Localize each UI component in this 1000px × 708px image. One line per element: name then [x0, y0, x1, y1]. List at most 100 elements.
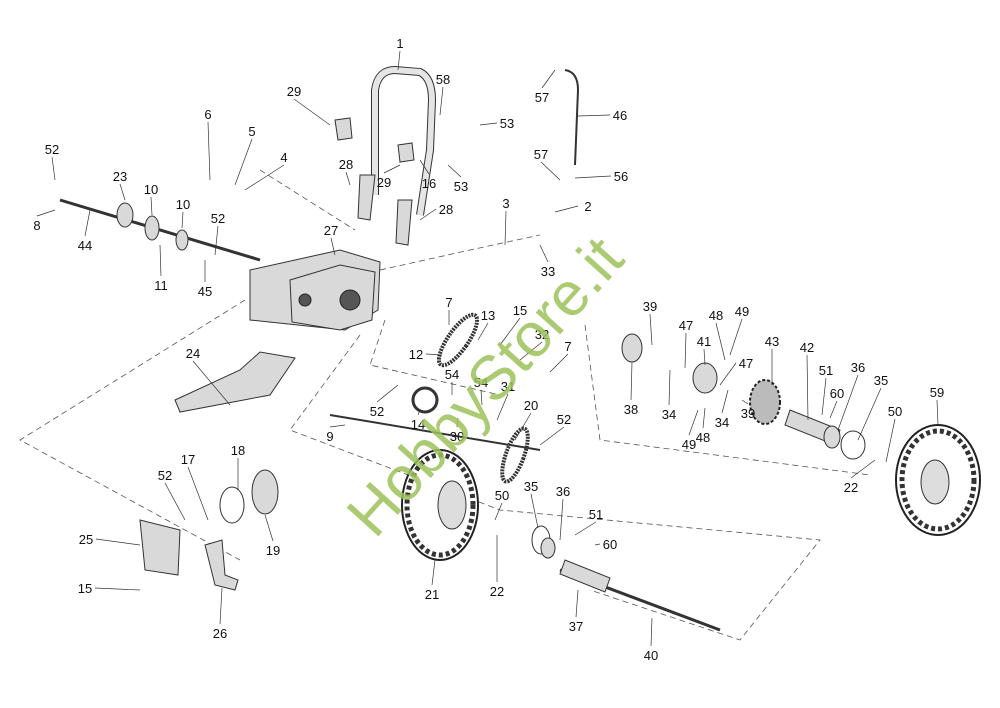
leader-line	[729, 318, 743, 356]
part-label: 42	[800, 340, 814, 355]
part-label: 19	[266, 543, 280, 558]
part-label: 1	[396, 36, 403, 51]
part-label: 38	[624, 402, 638, 417]
part-label: 18	[231, 443, 245, 458]
part-label: 5	[248, 124, 255, 139]
washer	[144, 215, 160, 241]
part-label: 8	[33, 218, 40, 233]
cable	[564, 69, 580, 166]
leader-line	[207, 121, 211, 181]
leader-line	[234, 138, 253, 186]
part-label: 24	[186, 346, 200, 361]
part-label: 53	[500, 116, 514, 131]
part-label: 32	[535, 327, 549, 342]
leader-line	[192, 360, 231, 406]
leader-line	[244, 164, 285, 191]
leader-line	[330, 237, 336, 256]
part-label: 40	[644, 648, 658, 663]
leader-line	[829, 400, 838, 419]
handle-bar	[334, 65, 437, 246]
part-label: 48	[696, 430, 710, 445]
part-label: 57	[534, 147, 548, 162]
leader-line	[554, 205, 579, 213]
leader-line	[649, 313, 653, 346]
part-label: 17	[181, 452, 195, 467]
part-label: 41	[697, 334, 711, 349]
part-label: 10	[144, 182, 158, 197]
part-label: 52	[158, 468, 172, 483]
leader-line	[719, 362, 737, 386]
leader-line	[439, 86, 444, 116]
part-label: 51	[819, 363, 833, 378]
part-label: 7	[445, 295, 452, 310]
part-label: 47	[679, 318, 693, 333]
leader-line	[456, 417, 459, 428]
part-label: 53	[454, 179, 468, 194]
leader-line	[383, 164, 401, 174]
leader-line	[447, 164, 462, 178]
sprocket-large	[749, 379, 781, 425]
leader-line	[668, 369, 671, 406]
part-label: 37	[569, 619, 583, 634]
part-label: 46	[613, 108, 627, 123]
part-label: 49	[735, 304, 749, 319]
leader-line	[514, 412, 532, 441]
leader-line	[293, 98, 331, 126]
leader-line	[541, 69, 556, 89]
part-label: 54	[445, 367, 459, 382]
leader-line	[837, 374, 859, 431]
leader-line	[480, 389, 483, 406]
part-label: 20	[524, 398, 538, 413]
assembly-guide-lines	[19, 169, 871, 641]
part-label: 6	[204, 107, 211, 122]
lever-bracket	[204, 539, 239, 591]
leader-line	[479, 122, 498, 126]
leader-line	[721, 389, 729, 414]
leader-line	[574, 521, 597, 536]
axle-sleeve	[559, 559, 611, 593]
chain	[436, 312, 480, 368]
part-label: 28	[439, 202, 453, 217]
part-label: 23	[113, 169, 127, 184]
leader-line	[857, 387, 882, 441]
leader-line	[264, 514, 274, 542]
leader-line	[164, 482, 186, 521]
leader-line	[936, 399, 939, 426]
input-shaft	[59, 198, 261, 262]
part-label: 58	[436, 72, 450, 87]
leader-line	[477, 322, 489, 341]
bearing	[823, 425, 841, 449]
leader-line	[425, 353, 443, 356]
gearbox-housing	[249, 249, 381, 331]
part-label: 31	[501, 379, 515, 394]
part-label: 44	[78, 238, 92, 253]
part-label: 57	[535, 90, 549, 105]
part-label: 35	[874, 373, 888, 388]
gear	[692, 362, 718, 394]
leader-line	[94, 587, 141, 591]
bracket-plate	[219, 486, 245, 524]
bearing	[540, 537, 556, 559]
part-label: 12	[409, 347, 423, 362]
leader-line	[539, 244, 549, 263]
leader-line	[499, 317, 521, 346]
leader-line	[885, 418, 896, 463]
pulley	[251, 469, 279, 515]
leader-line	[688, 409, 699, 436]
part-label: 3	[502, 196, 509, 211]
part-label: 11	[154, 278, 168, 293]
wheel-left	[401, 449, 479, 561]
bearing-housing	[621, 333, 643, 363]
part-label: 33	[541, 264, 555, 279]
part-label: 52	[45, 142, 59, 157]
leader-line	[219, 587, 223, 625]
part-label: 56	[614, 169, 628, 184]
leader-line	[850, 459, 876, 479]
leader-line	[806, 354, 809, 421]
leader-line	[540, 161, 561, 181]
leader-line	[684, 332, 687, 369]
leader-line	[549, 353, 569, 373]
leader-line	[577, 114, 611, 117]
part-label: 36	[851, 360, 865, 375]
